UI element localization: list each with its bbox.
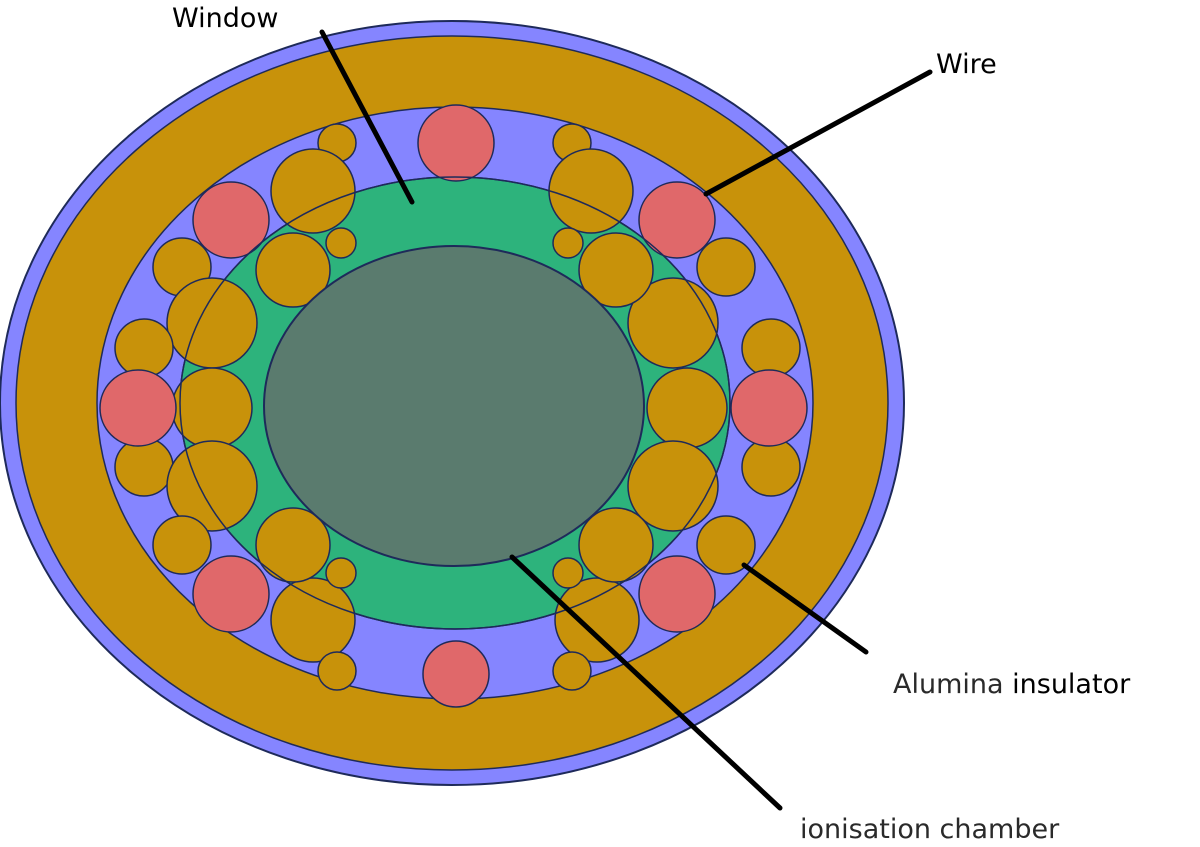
alumina-insulator-circle	[646, 367, 728, 449]
window-boundary-line	[179, 176, 731, 630]
alumina-insulator-circle	[578, 507, 654, 583]
alumina-insulator-circle	[114, 318, 174, 378]
alumina-insulator-circle	[152, 515, 212, 575]
insulators-outer-ring	[114, 123, 801, 691]
label-wire: Wire	[936, 49, 997, 80]
wire-circle	[422, 640, 490, 708]
alumina-insulator-circle	[325, 227, 357, 259]
label-alumina-insulator: Alumina insulator	[893, 669, 1131, 700]
alumina-insulator-circle	[552, 651, 592, 691]
wires	[99, 104, 808, 708]
ionisation-leader-line	[509, 554, 783, 811]
label-alumina-prefix: Alumina	[893, 669, 1012, 700]
alumina-insulator-circle	[114, 437, 174, 497]
insulators-inner-ring	[255, 227, 654, 589]
alumina-insulator-circle	[171, 367, 253, 449]
alumina-insulator-circle	[166, 277, 258, 369]
alumina-insulator-circle	[548, 148, 634, 234]
wire-circle	[192, 555, 270, 633]
label-window: Window	[172, 3, 278, 34]
wire-circle	[417, 104, 495, 182]
wire-circle	[730, 369, 808, 447]
alumina-insulator-circle	[627, 277, 719, 369]
ionisation-chamber-region	[263, 245, 645, 567]
wire-circle	[192, 181, 270, 259]
alumina-insulator-circle	[627, 440, 719, 532]
alumina-insulator-circle	[270, 577, 356, 663]
alumina-insulator-circle	[325, 557, 357, 589]
alumina-insulator-circle	[270, 148, 356, 234]
alumina-leader-line	[741, 562, 869, 655]
wire-leader-line	[703, 69, 933, 197]
alumina-insulator-circle	[741, 318, 801, 378]
window-leader-line	[319, 29, 415, 205]
alumina-insulator-circle	[255, 232, 331, 308]
label-alumina-suffix: insulator	[1012, 669, 1131, 700]
alumina-insulator-circle	[317, 651, 357, 691]
alumina-insulator-circle	[552, 557, 584, 589]
leader-lines	[319, 29, 933, 811]
wire-circle	[99, 369, 177, 447]
wire-circle	[638, 181, 716, 259]
alumina-insulator-circle	[255, 507, 331, 583]
alumina-insulator-circle	[696, 237, 756, 297]
label-ionisation-chamber: ionisation chamber	[800, 814, 1060, 845]
wire-circle	[638, 555, 716, 633]
alumina-insulator-circle	[552, 227, 584, 259]
alumina-insulator-circle	[578, 232, 654, 308]
alumina-insulator-circle	[554, 577, 640, 663]
alumina-insulator-circle	[696, 515, 756, 575]
alumina-insulator-circle	[741, 437, 801, 497]
